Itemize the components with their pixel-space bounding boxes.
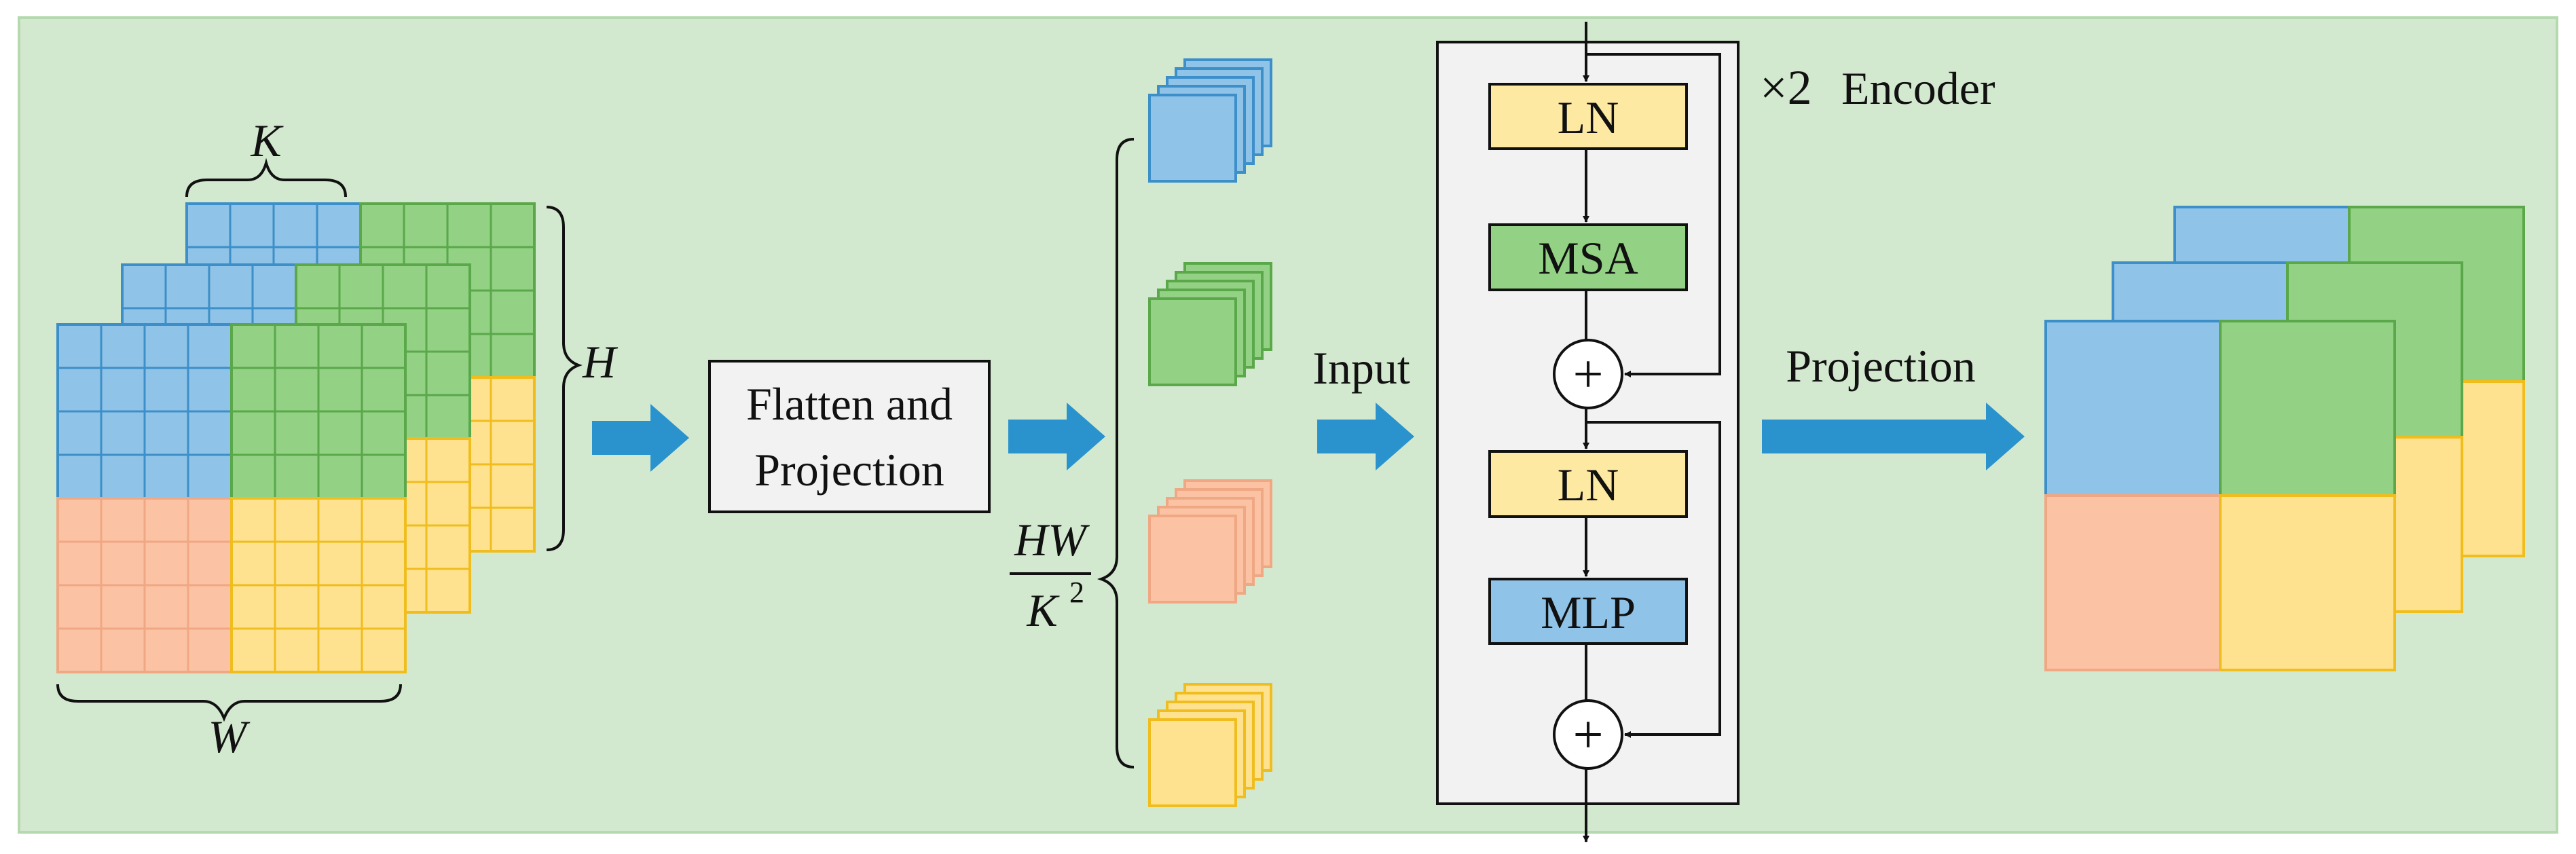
plus-label-2: + — [1572, 705, 1603, 765]
output-quadrant-yellow — [2219, 494, 2396, 671]
token-stack-blue — [1148, 58, 1272, 183]
input-label: Input — [1312, 342, 1410, 394]
plus-label-1: + — [1572, 345, 1603, 405]
arrow-input — [1317, 403, 1414, 470]
token-square — [1148, 515, 1237, 604]
residual-connection-1 — [1586, 53, 1721, 377]
ln-box-2[interactable] — [1488, 450, 1688, 518]
k-squared-label: K — [1026, 584, 1060, 636]
arrow-projection — [1762, 403, 2025, 470]
msa-box[interactable] — [1488, 223, 1688, 291]
mlp-label: MLP — [1541, 587, 1636, 638]
encoder-times-label: ×2 — [1760, 60, 1812, 115]
token-stack-yellow — [1148, 683, 1272, 807]
input-feature-map-stack — [56, 202, 536, 673]
msa-label: MSA — [1538, 232, 1638, 284]
input-patch-yellow — [230, 497, 407, 673]
input-patch-salmon — [56, 497, 233, 673]
token-square — [1148, 94, 1237, 183]
input-patch-green — [230, 323, 407, 500]
output-feature-map-stack — [2044, 206, 2525, 671]
w-label: W — [208, 711, 251, 762]
k-label: K — [250, 115, 284, 166]
hw-label: HW — [1014, 514, 1090, 565]
k-squared-exponent: 2 — [1069, 576, 1084, 609]
ln-label-2: LN — [1558, 459, 1619, 510]
arrow-to-flatten — [592, 404, 689, 472]
token-stack-green — [1148, 262, 1272, 386]
k-brace — [185, 157, 347, 198]
token-stack-salmon — [1148, 479, 1272, 604]
flatten-label-line2: Projection — [754, 444, 944, 496]
encoder-label: Encoder — [1841, 62, 1995, 114]
token-square — [1148, 718, 1237, 807]
token-square — [1148, 297, 1237, 386]
add-node-2 — [1553, 699, 1623, 770]
input-layer-3 — [56, 323, 407, 673]
output-quadrant-blue — [2044, 320, 2222, 497]
h-label: H — [582, 336, 619, 388]
output-quadrant-salmon — [2044, 494, 2222, 671]
h-brace — [546, 206, 583, 551]
add-node-1 — [1553, 339, 1623, 409]
patch-token-stacks — [1148, 58, 1272, 807]
ln-label-1: LN — [1558, 92, 1619, 143]
w-brace — [56, 684, 402, 722]
tokens-brace — [1097, 138, 1135, 768]
mlp-box[interactable] — [1488, 578, 1688, 645]
output-quadrant-green — [2219, 320, 2396, 497]
output-layer-3 — [2044, 320, 2396, 671]
flatten-projection-box — [708, 360, 991, 513]
projection-label: Projection — [1786, 340, 1976, 392]
arrow-to-patches — [1008, 403, 1105, 470]
ln-box-1[interactable] — [1488, 83, 1688, 150]
input-patch-blue — [56, 323, 233, 500]
flatten-label-line1: Flatten and — [746, 378, 953, 430]
residual-connection-2 — [1586, 421, 1721, 738]
